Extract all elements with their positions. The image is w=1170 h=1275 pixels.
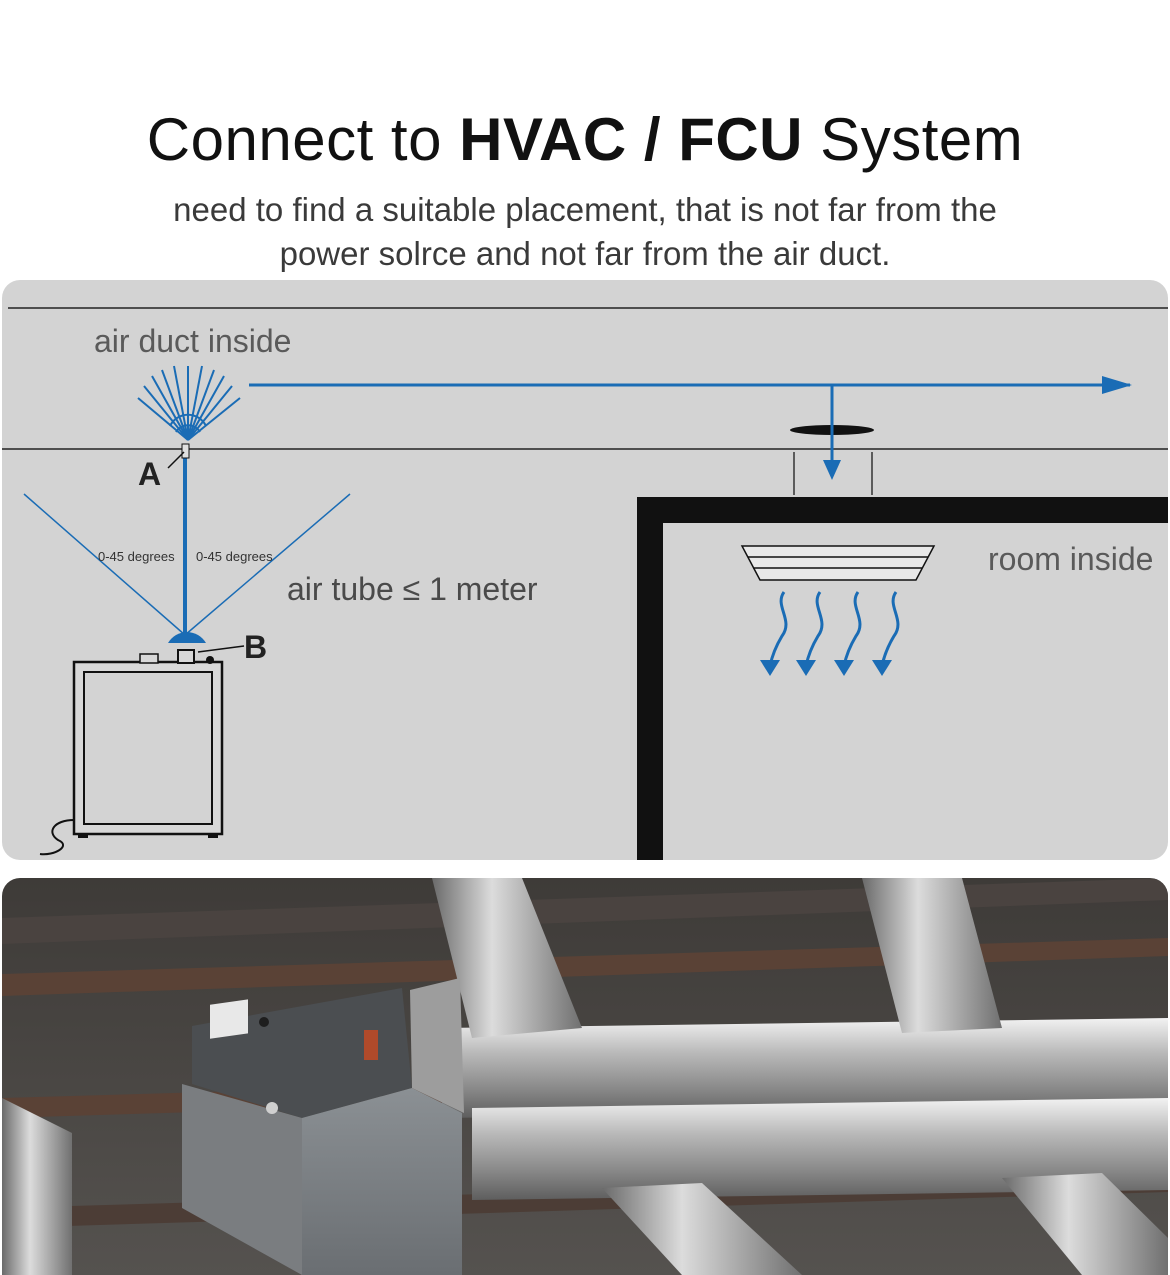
angle-label-left: 0-45 degrees <box>98 549 175 564</box>
angle-line-right <box>184 493 351 636</box>
room-wall <box>637 497 1168 860</box>
subtitle-line-2: power solrce and not far from the air du… <box>279 235 891 272</box>
photo-svg <box>2 878 1168 1275</box>
duct-drop-left <box>602 1183 802 1275</box>
left-duct <box>2 1098 72 1275</box>
duct-horizontal-front <box>472 1098 1168 1200</box>
point-a-leader <box>167 451 185 469</box>
nozzle-a <box>181 443 190 459</box>
duct-flow-arrowhead <box>1102 376 1132 394</box>
point-b-label: B <box>244 629 267 665</box>
airflow-arrows-icon <box>768 591 900 667</box>
duct-horizontal-back <box>442 1018 1168 1118</box>
duct-riser-right <box>862 878 1002 1033</box>
airflow-arrowheads-icon <box>760 660 892 676</box>
page-subtitle: need to find a suitable placement, that … <box>0 188 1170 276</box>
room-label: room inside <box>988 541 1153 577</box>
subtitle-line-1: need to find a suitable placement, that … <box>173 191 997 228</box>
angle-label-right: 0-45 degrees <box>196 549 273 564</box>
page-title: Connect to HVAC / FCU System <box>146 106 1024 173</box>
fan-coil-unit <box>182 978 464 1275</box>
branch-flow-arrowhead <box>823 460 841 480</box>
duct-riser-left <box>432 878 582 1038</box>
header: Connect to HVAC / FCU System need to fin… <box>0 100 1170 276</box>
point-a-label: A <box>138 456 161 492</box>
installation-diagram: air duct inside room insi <box>2 280 1168 860</box>
ceiling-diffuser-icon <box>740 545 936 581</box>
point-b-leader <box>197 645 245 653</box>
ceiling-install-photo <box>2 878 1168 1275</box>
generator-device-icon <box>39 649 224 856</box>
spray-fan-icon <box>137 365 241 441</box>
air-tube-label: air tube ≤ 1 meter <box>287 571 538 607</box>
air-duct-label: air duct inside <box>94 323 291 359</box>
duct-drop-right <box>1002 1173 1168 1275</box>
angle-sector-icon <box>168 632 206 643</box>
diagram-svg: air duct inside room insi <box>2 280 1168 860</box>
angle-line-left <box>23 493 186 636</box>
